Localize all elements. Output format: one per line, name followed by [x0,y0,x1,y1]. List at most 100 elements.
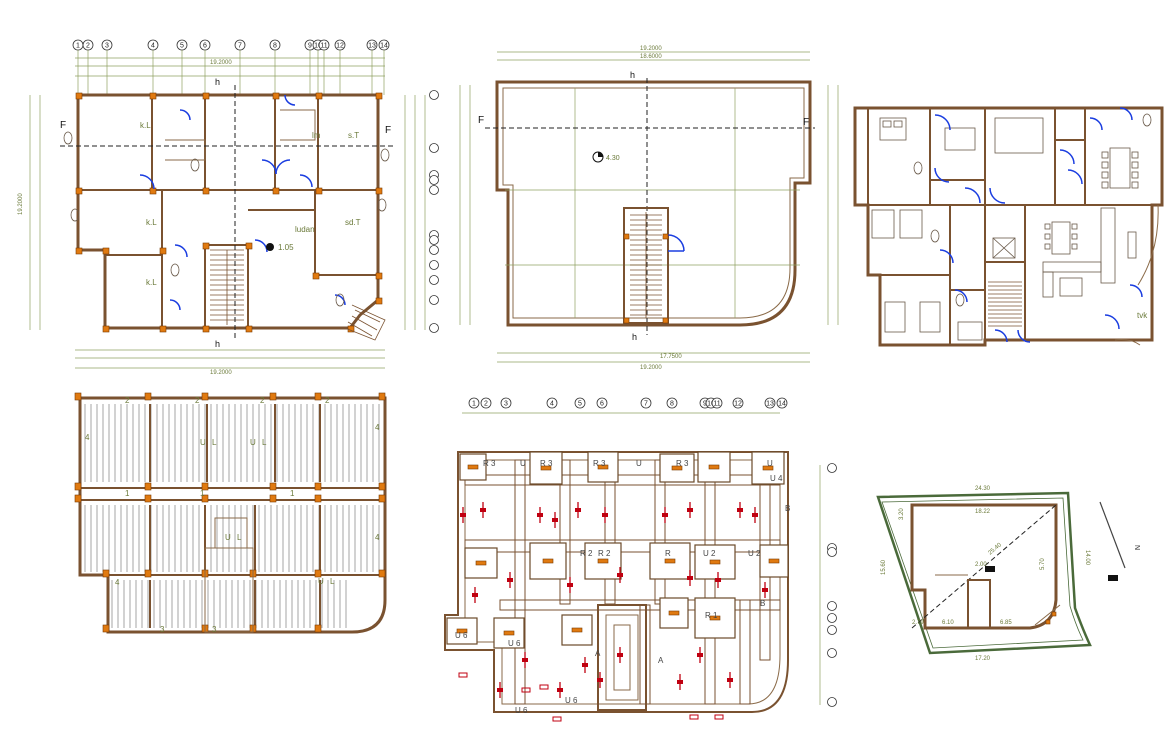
tie-beam [514,459,526,705]
row-bubble [827,697,837,707]
row-bubble [827,601,837,611]
column [314,482,322,491]
slab-label: U [318,577,324,586]
row-bubble [429,175,439,185]
chair [1044,233,1051,240]
rebar-tag [687,508,693,512]
chair [1101,171,1109,179]
site-dim: 24.30 [975,486,991,492]
site-dim: 15.60 [881,559,887,575]
column [102,247,110,255]
footing-label: U [636,459,642,468]
rebar-hook [552,716,562,722]
column [245,242,253,250]
column [144,482,152,491]
room-label: k.L [146,278,157,287]
column-stub [542,558,554,564]
column [269,494,277,503]
room-label: s.T [348,131,359,140]
row-bubble [827,547,837,557]
footing-label: B [785,504,790,513]
grid-bubble [574,397,586,409]
level-mark: 1.05 [278,243,294,252]
site-dim: 14.00 [1084,550,1090,566]
column-stub [597,464,609,470]
tie-beam [464,474,781,486]
column-stub [671,465,683,471]
row-bubble [429,295,439,305]
tie-beam [704,459,716,705]
chair [1101,161,1109,169]
column-stub [597,558,609,564]
column [272,92,280,100]
grid-bubble-text: 3 [504,401,508,408]
rebar-hook [714,714,724,720]
rebar-tag [460,513,466,517]
footing-pad [697,451,731,483]
column [315,92,323,100]
grid-bubble [596,397,608,409]
slab-label: 1 [125,489,130,498]
site-dim: 2.00 [975,562,987,568]
section-mark: h [632,332,637,342]
row-bubble [429,275,439,285]
footing-label: A [658,656,664,665]
slab-label: 2 [260,396,265,405]
tie-beam [739,599,751,705]
grid-bubble-text: 13 [766,401,774,408]
slab-label: 2 [195,396,200,405]
footing-label: U [767,459,773,468]
roof-plan: 4.30 F F h h 19.2000 18.6000 17.7500 19.… [459,46,839,371]
grid-bubble [500,397,512,409]
column [144,392,152,401]
site-dim: 18.22 [975,509,991,515]
site-plan: N 24.30 18.22 25.40 14.00 17.20 15.60 3.… [876,486,1140,662]
footing-label: R 3 [483,459,496,468]
grid-bubble-text: 1 [76,43,80,50]
rebar-tag [617,573,623,577]
grid-bubble-text: 11 [713,401,720,408]
slab-label: 4 [375,423,380,432]
dim-text: 17.7500 [660,354,682,360]
column [102,624,110,633]
footing-label: U 6 [565,696,578,705]
footing-label: U [520,459,526,468]
row-bubble [827,463,837,473]
rebar-tag [557,688,563,692]
footing-label: U 6 [515,706,528,715]
grid-bubble-text: 3 [105,43,109,50]
rebar-tag [697,653,703,657]
column [314,392,322,401]
room-label: k.L [140,121,151,130]
column [202,187,210,195]
room-label: lm [312,131,321,140]
grid-bubble-text: 9 [308,43,312,50]
grid-bubble-text: 5 [180,43,184,50]
column-stub [768,558,780,564]
column-stub [503,630,515,636]
column-stub [708,464,720,470]
grid-bubble-text: 4 [151,43,155,50]
column [269,482,277,491]
column [159,325,167,333]
chair [1071,243,1078,250]
rebar-tag [472,593,478,597]
column-stub [709,615,721,621]
footing-pad [446,617,478,645]
grid-bubble [640,397,652,409]
room-label: k.L [146,218,157,227]
rebar-tag [752,513,758,517]
grid-bubble-text: 14 [778,401,786,408]
slab-plan: 2 2 2 2 1 1 1 U L U L U L U L 3 3 4 4 4 … [74,392,387,634]
grid-bubble-text: 5 [578,401,582,408]
column [201,392,209,401]
footing-label: U 2 [703,549,716,558]
column-stub [668,610,680,616]
slab-label: 1 [290,489,295,498]
section-mark: h [215,77,220,87]
column [375,92,383,100]
column [149,187,157,195]
site-dim: 17.20 [975,656,991,662]
grid-bubble-text: 7 [238,43,242,50]
